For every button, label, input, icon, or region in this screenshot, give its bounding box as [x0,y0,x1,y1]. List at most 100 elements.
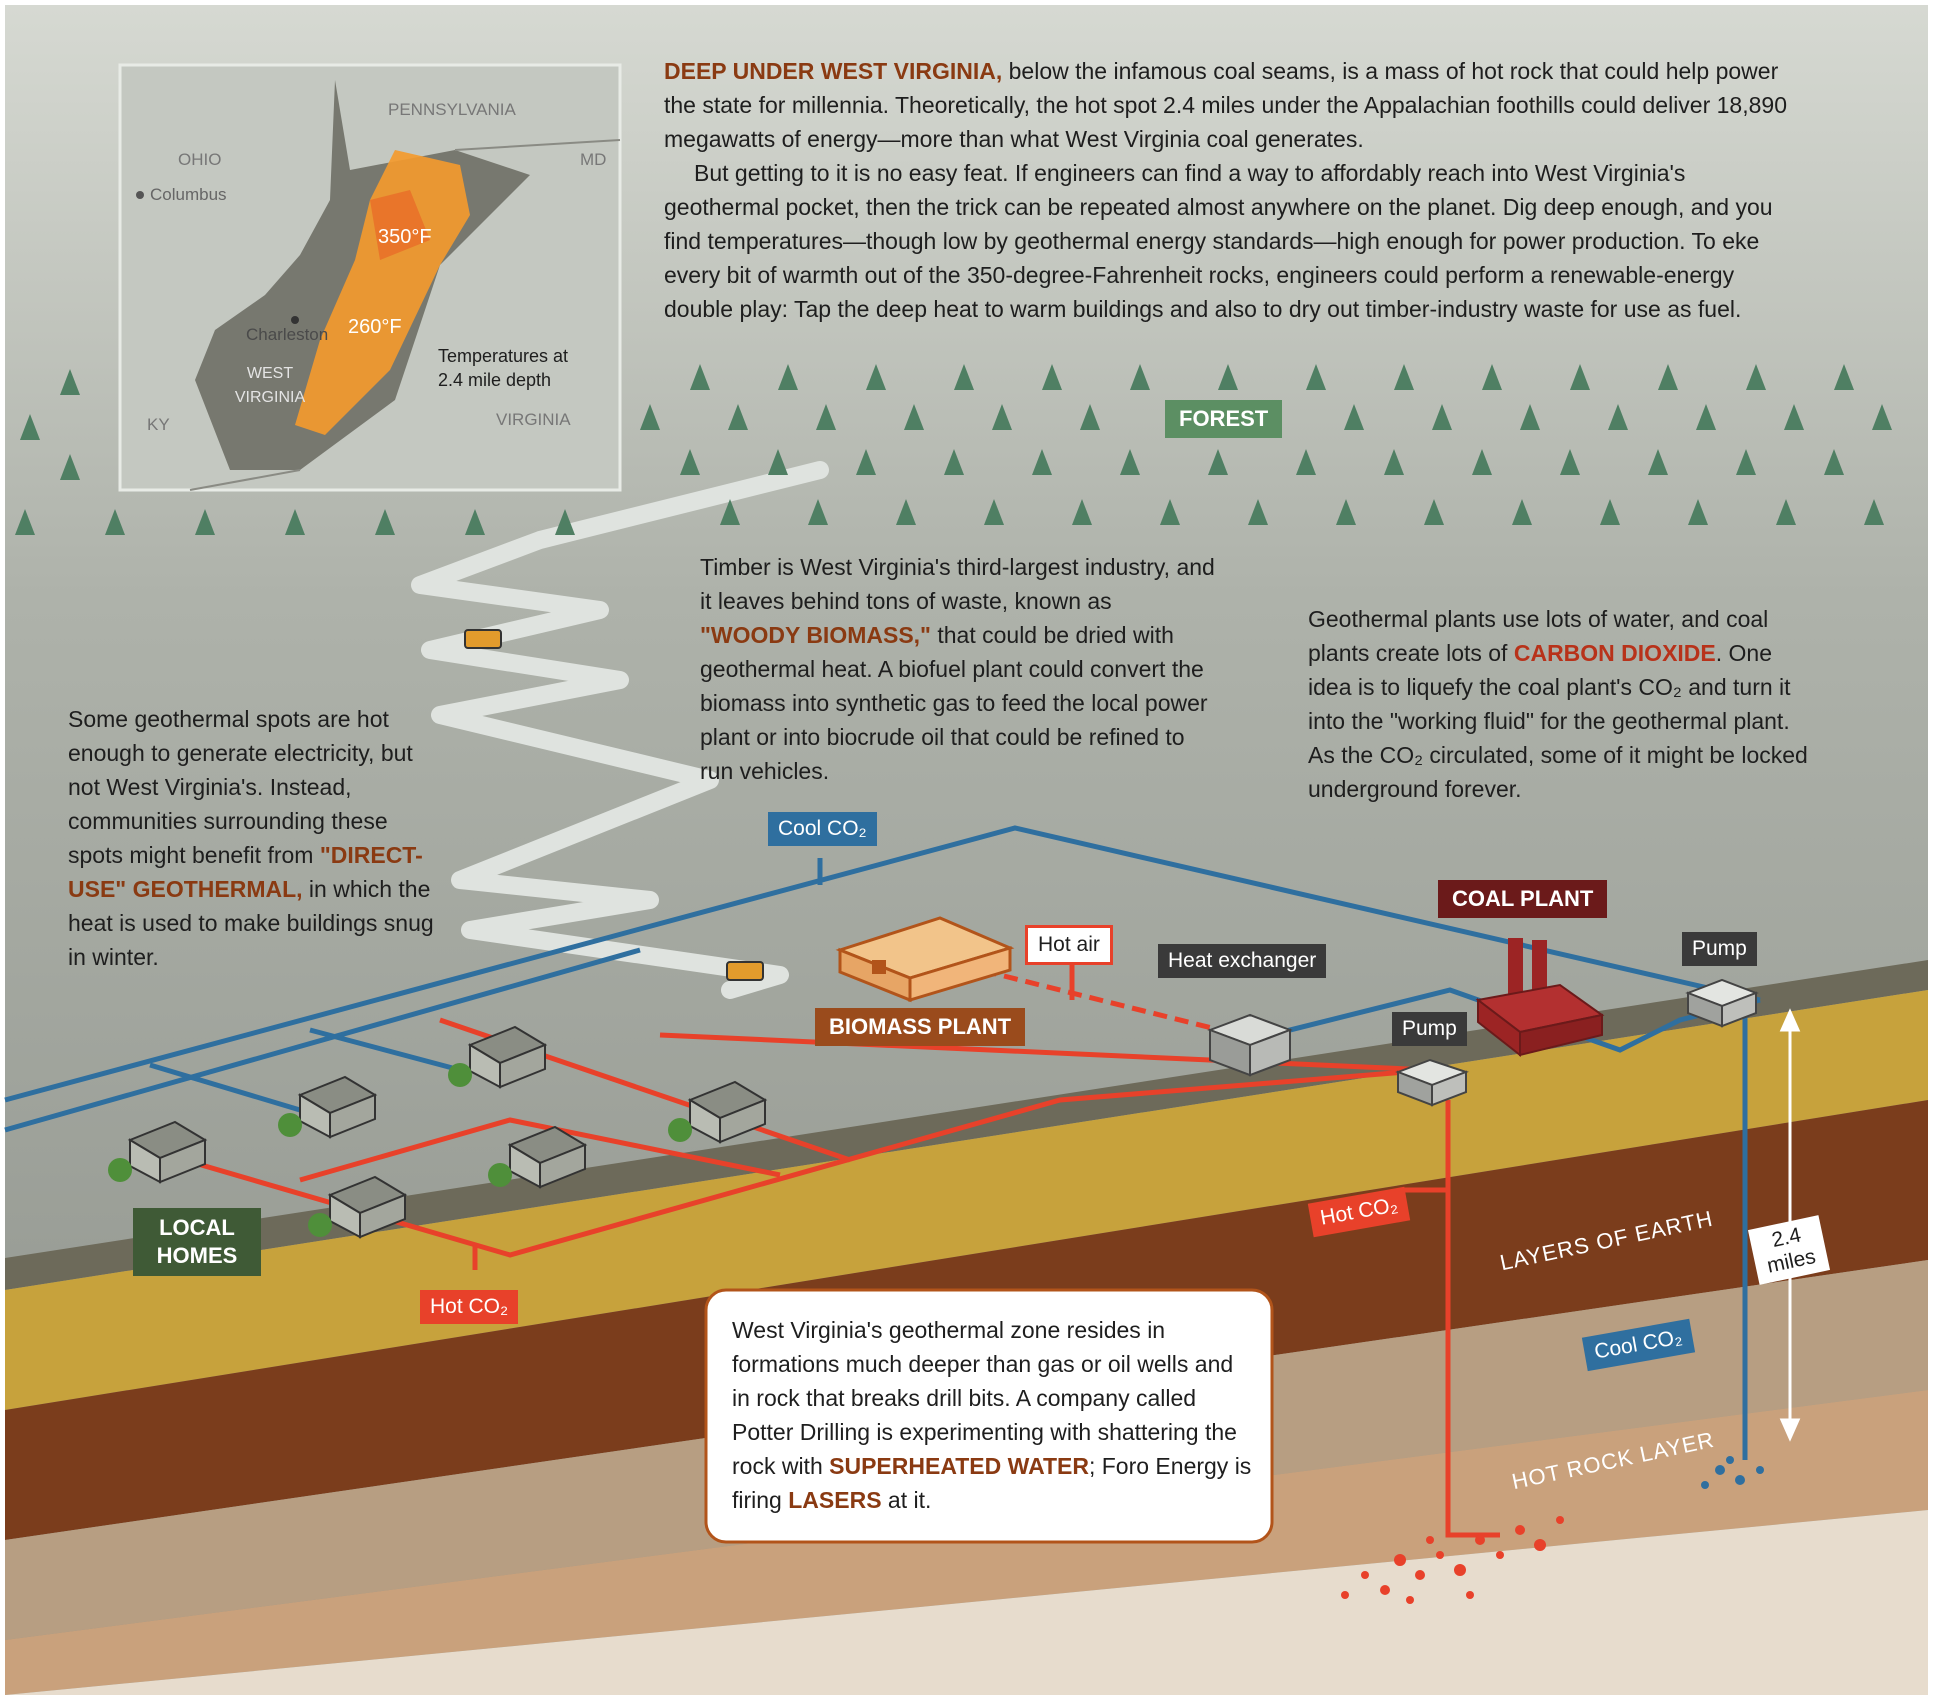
hot-air-label: Hot air [1025,925,1113,965]
tree-icon [1130,364,1150,390]
tree-icon [856,449,876,475]
tree-icon [1032,449,1052,475]
map-columbus-label: Columbus [150,185,227,204]
tree-icon [720,499,740,525]
drilling-text: West Virginia's geothermal zone resides … [732,1313,1252,1517]
tree-icon [1512,499,1532,525]
tree-icon [1658,364,1678,390]
tree-icon [1432,404,1452,430]
geo-co2-b: . One idea is to liquefy the coal plant'… [1308,640,1808,802]
house-icon [278,1075,378,1139]
tree-icon [1784,404,1804,430]
drilling-highlight-lasers: LASERS [788,1487,882,1513]
pump1-box [1395,1058,1469,1107]
tree-icon [1746,364,1766,390]
tree-icon [1336,499,1356,525]
coal-plant-label: COAL PLANT [1438,880,1608,918]
tree-icon [690,364,710,390]
tree-icon [60,454,80,480]
tree-icon [1384,449,1404,475]
drilling-c: at it. [881,1487,932,1513]
intro-p1: below the infamous coal seams, is a mass… [664,58,1787,152]
tree-icon [15,509,35,535]
tree-icon [1872,404,1892,430]
direct-use-b: in which the heat is used to make buildi… [68,876,434,970]
tree-icon [1472,449,1492,475]
geo-co2-text: Geothermal plants use lots of water, and… [1308,602,1808,806]
tree-icon [1570,364,1590,390]
tree-icon [904,404,924,430]
house-icon [448,1025,548,1089]
timber-highlight: "WOODY BIOMASS," [700,622,931,648]
timber-a: Timber is West Virginia's third-largest … [700,554,1215,614]
drilling-b: ; Foro Energy is firing [732,1453,1252,1513]
house-icon [668,1080,768,1144]
tree-icon [808,499,828,525]
tree-icon [1824,449,1844,475]
map-pennsylvania-label: PENNSYLVANIA [388,100,516,119]
road [411,461,829,999]
map-350-label: 350°F [378,226,432,248]
tree-icon [1864,499,1884,525]
map-ohio-label: OHIO [178,150,222,169]
tree-icon [1218,364,1238,390]
drilling-box [704,1288,1274,1544]
columbus-dot [136,191,144,199]
tree-icon [1560,449,1580,475]
tree-icon [1608,404,1628,430]
pump1-label: Pump [1392,1012,1467,1046]
geo-co2-a: Geothermal plants use lots of water, and… [1308,606,1769,666]
cool-co2-top-label: Cool CO₂ [768,812,877,846]
coal-plant-building [1475,938,1605,1058]
earth-layer-base [5,1510,1928,1695]
tree-icon [1042,364,1062,390]
hot-rock-speckles [1341,1516,1564,1604]
tree-icon [285,509,305,535]
tree-icon [984,499,1004,525]
tree-icon [20,414,40,440]
pump2-label: Pump [1682,932,1757,966]
biomass-plant-building [835,916,1015,1003]
tree-icon [1688,499,1708,525]
tree-icon [1776,499,1796,525]
tree-icon [1306,364,1326,390]
tree-icon [944,449,964,475]
map-charleston-label: Charleston [246,325,329,344]
local-homes [108,1025,768,1239]
tree-icon [1208,449,1228,475]
cool-rock-speckles [1701,1456,1764,1489]
tree-icon [1160,499,1180,525]
truck-2 [726,961,764,981]
map-virginia-label: VIRGINIA [496,410,571,429]
house-icon [308,1175,408,1239]
timber-b: that could be dried with geothermal heat… [700,622,1208,784]
tree-icon [954,364,974,390]
tree-icon [555,509,575,535]
biomass-plant-label: BIOMASS PLANT [815,1008,1026,1046]
timber-text: Timber is West Virginia's third-largest … [700,550,1215,788]
tree-icon [1600,499,1620,525]
map-ky-label: KY [147,415,170,434]
tree-icon [1394,364,1414,390]
tree-icon [1248,499,1268,525]
direct-use-text: Some geothermal spots are hot enough to … [68,702,438,974]
truck-1 [464,629,502,649]
tree-icon [465,509,485,535]
map-legend: Temperatures at 2.4 mile depth [438,346,569,390]
tree-icon [1080,404,1100,430]
tree-icon [640,404,660,430]
drilling-highlight-water: SUPERHEATED WATER [829,1453,1089,1479]
tree-icon [866,364,886,390]
tree-icon [1296,449,1316,475]
tree-icon [1482,364,1502,390]
state-map [118,63,622,492]
tree-icon [1520,404,1540,430]
tree-icon [778,364,798,390]
intro-lead: DEEP UNDER WEST VIRGINIA, [664,58,1003,84]
house-icon [488,1125,588,1189]
tree-icon [1072,499,1092,525]
tree-icon [1696,404,1716,430]
forest-trees [15,364,1892,535]
pump2-box [1685,978,1759,1028]
